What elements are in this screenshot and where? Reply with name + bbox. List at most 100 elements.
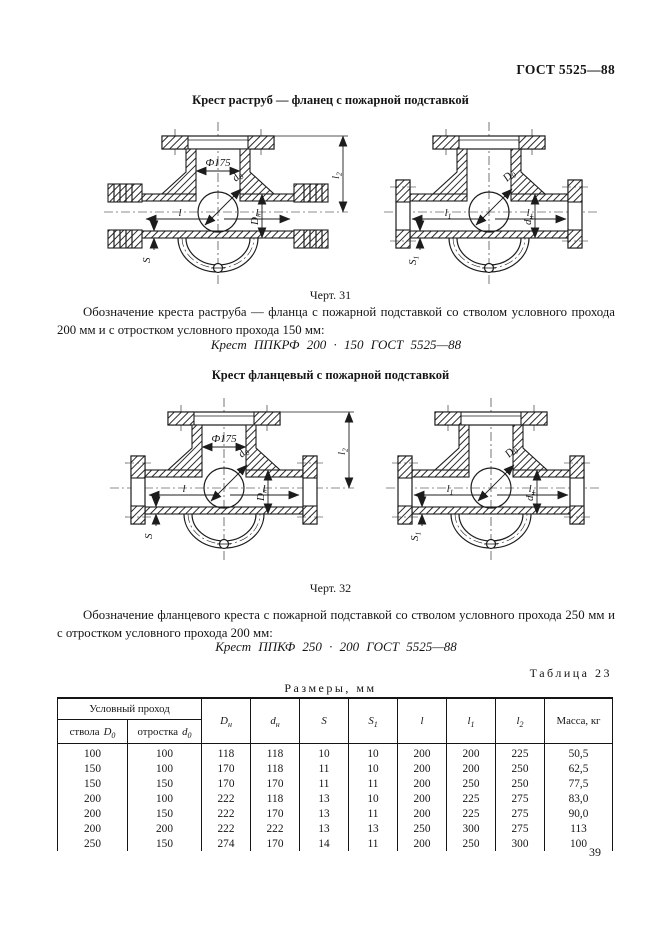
col-header-l2: l2 [495, 697, 546, 744]
fire-stand [177, 237, 259, 274]
branch-neck [160, 148, 276, 195]
table-cell: 100 [126, 761, 203, 776]
dimensions: D0 dн l1 l1 S1 [407, 170, 567, 265]
dimensions: D0 dн l1 l1 S1 [409, 446, 569, 541]
table-cell: 250 [57, 836, 128, 851]
fire-stand [448, 237, 530, 274]
figure32-title: Крест фланцевый с пожарной подставкой [211, 368, 450, 382]
table-cell: 200 [397, 836, 448, 851]
dim-label-l2: l2 [330, 172, 344, 179]
table-cell: 11 [348, 836, 399, 851]
table-cell: 250 [446, 836, 497, 851]
branch-neck [431, 148, 547, 195]
table-cell: 13 [348, 821, 399, 836]
table-cell: 300 [446, 821, 497, 836]
designation32-formula: Крест ППКФ 250 · 200 ГОСТ 5525—88 [215, 639, 457, 654]
figure31-caption: Черт. 31 [309, 288, 352, 302]
designation31-text: Обозначение креста раструба — фланца с п… [57, 305, 615, 338]
table-cell: 150 [126, 806, 203, 821]
table-cell: 118 [250, 743, 301, 761]
dim-label-l1-right: l1 [527, 207, 534, 221]
dim-label-l-left: l [182, 483, 185, 495]
table-cell: 200 [446, 761, 497, 776]
table-caption: Таблица 23 [529, 666, 612, 680]
dim-label-Dn: Dн [255, 489, 269, 502]
col-header-S1: S1 [348, 697, 399, 744]
table-cell: 300 [495, 836, 546, 851]
top-flange [167, 411, 281, 426]
dim-label-l1-left: l1 [445, 207, 452, 221]
dim-label-l1-left: l1 [447, 483, 454, 497]
col-header-l1: l1 [446, 697, 497, 744]
dim-label-Dn: Dн [249, 213, 263, 226]
fig31-right-drawing: D0 dн l1 l1 S1 [384, 122, 598, 284]
end-flanges [390, 179, 588, 249]
socket-ends [107, 183, 329, 249]
table-cell: 200 [57, 791, 128, 806]
fire-stand [183, 513, 265, 550]
branch-neck [433, 424, 549, 471]
table-cell: 200 [397, 761, 448, 776]
table-cell: 225 [446, 791, 497, 806]
figure32-drawings: Ф175 d0 Dн l l l2 S [106, 392, 607, 564]
document-code: ГОСТ 5525—88 [516, 62, 615, 77]
table-cell: 77,5 [544, 776, 614, 791]
table-cell: 11 [299, 761, 350, 776]
table-cell: 250 [495, 776, 546, 791]
dim-label-S1: S1 [407, 256, 421, 265]
table-cell: 250 [446, 776, 497, 791]
table-cell: 222 [201, 806, 252, 821]
branch-neck [166, 424, 282, 471]
table-cell: 275 [495, 806, 546, 821]
table-cell: 200 [57, 821, 128, 836]
fire-stand [450, 513, 532, 550]
dimensions-table: Условный проход Dн dн S S1 l l1 l2 Масса… [56, 697, 614, 851]
table-cell: 170 [250, 806, 301, 821]
table-cell: 150 [57, 776, 128, 791]
dim-label-l-right: l [255, 207, 258, 219]
figure31-title: Крест раструб — фланец с пожарной подста… [192, 93, 469, 107]
designation32-text: Обозначение фланцевого креста с пожарной… [57, 608, 615, 641]
table-cell: 11 [299, 776, 350, 791]
table-cell: 10 [299, 743, 350, 761]
table-cell: 13 [299, 821, 350, 836]
designation31-formula: Крест ППКРФ 200 · 150 ГОСТ 5525—88 [210, 337, 462, 352]
table-cell: 225 [446, 806, 497, 821]
top-flange [161, 135, 275, 150]
col-header-dn: dн [250, 697, 301, 744]
table-cell: 200 [446, 743, 497, 761]
dim-label-l-left: l [178, 207, 181, 219]
table-cell: 100 [544, 836, 614, 851]
figure32-caption: Черт. 32 [309, 581, 352, 595]
fig31-left-drawing: Ф175 d0 Dн l l l2 S [104, 122, 348, 284]
end-flanges [392, 455, 590, 525]
dim-label-l1-right: l1 [529, 483, 536, 497]
table-cell: 14 [299, 836, 350, 851]
table-cell: 11 [348, 776, 399, 791]
table-cell: 100 [57, 743, 128, 761]
table-cell: 118 [250, 761, 301, 776]
table-cell: 150 [126, 776, 203, 791]
col-header-Dn: Dн [201, 697, 252, 744]
table-cell: 118 [250, 791, 301, 806]
table-cell: 100 [126, 791, 203, 806]
dim-label-S: S [143, 533, 155, 539]
table-cell: 200 [397, 743, 448, 761]
top-flange [432, 135, 546, 150]
table-cell: 11 [348, 806, 399, 821]
table-cell: 200 [57, 806, 128, 821]
table-cell: 200 [397, 776, 448, 791]
dim-label-dn: dн [524, 492, 538, 502]
table-cell: 200 [126, 821, 203, 836]
table-cell: 13 [299, 791, 350, 806]
table-cell: 83,0 [544, 791, 614, 806]
table-cell: 170 [250, 776, 301, 791]
dim-label-phi175: Ф175 [205, 157, 231, 169]
table-cell: 10 [348, 791, 399, 806]
col-header-mass: Масса, кг [544, 697, 614, 744]
